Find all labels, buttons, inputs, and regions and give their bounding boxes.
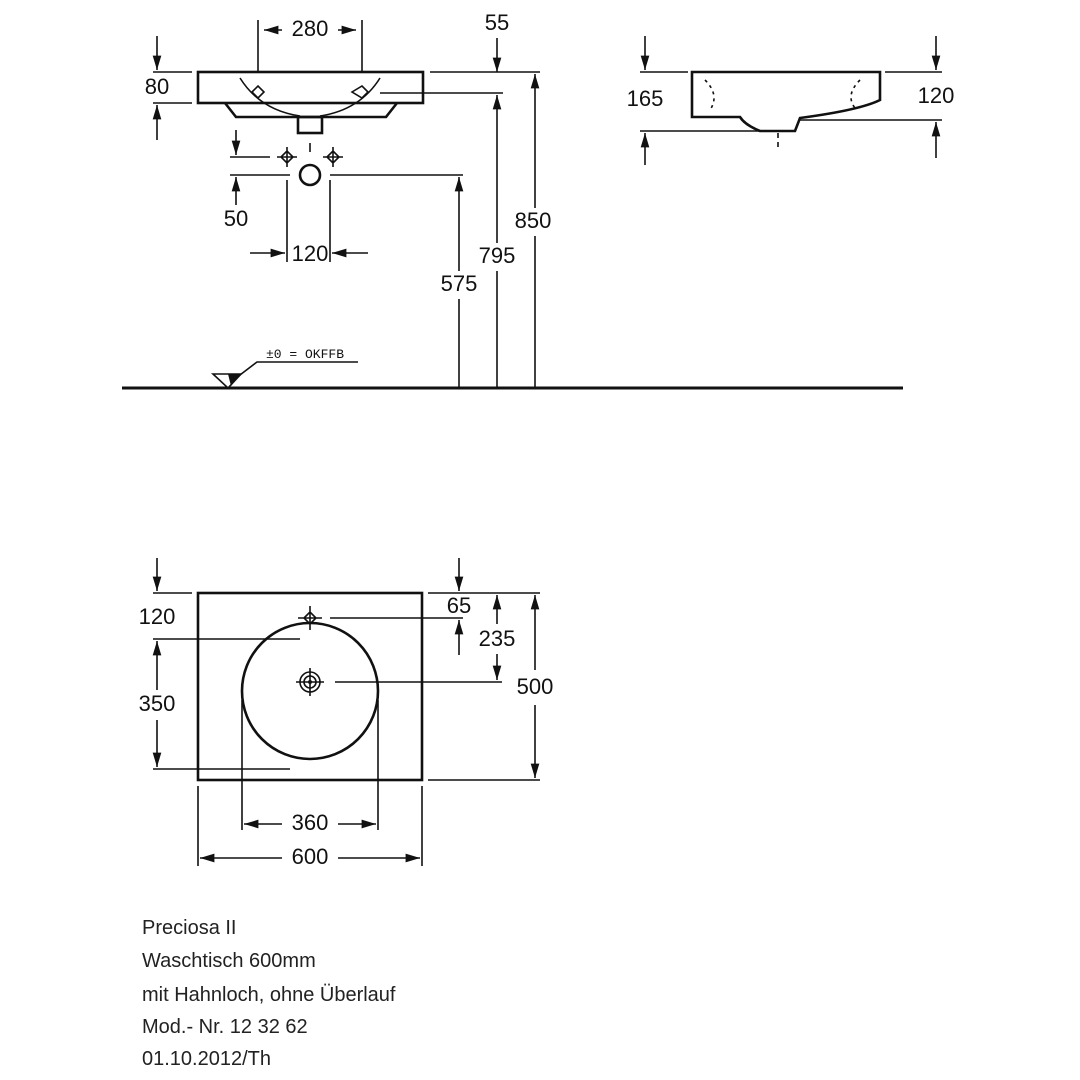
drain-icon	[296, 668, 324, 696]
dim-165: 165	[627, 86, 664, 111]
caption-description: Waschtisch 600mm	[142, 950, 316, 972]
dim-50: 50	[224, 206, 248, 231]
dim-65: 65	[447, 593, 471, 618]
basin-rim	[196, 70, 425, 105]
dim-350: 350	[139, 691, 176, 716]
front-view: 280 55 850 795 575 80 50 120 ±0 =	[122, 10, 903, 390]
caption-product-name: Preciosa II	[142, 917, 237, 939]
caption-model-number: Mod.- Nr. 12 32 62	[142, 1016, 308, 1038]
side-view: 165 120	[627, 36, 955, 165]
dim-120: 120	[292, 241, 329, 266]
dim-850: 850	[515, 208, 552, 233]
caption-date: 01.10.2012/Th	[142, 1048, 271, 1070]
floor-level-label: ±0 = OKFFB	[266, 347, 344, 362]
dim-795: 795	[479, 243, 516, 268]
caption-features: mit Hahnloch, ohne Überlauf	[142, 984, 396, 1006]
dim-235: 235	[479, 626, 516, 651]
water-connection-icon	[277, 143, 343, 187]
tap-hole-icon	[298, 606, 322, 630]
dim-120-plan: 120	[139, 604, 176, 629]
dim-120-side: 120	[918, 83, 955, 108]
tap-hole-icon	[250, 84, 370, 100]
basin-bowl	[223, 102, 399, 119]
drain-outlet	[296, 115, 324, 135]
dim-575: 575	[441, 271, 478, 296]
dim-80: 80	[145, 74, 169, 99]
basin-outline	[196, 591, 424, 782]
dim-500: 500	[517, 674, 554, 699]
dim-600: 600	[292, 844, 329, 869]
dim-55: 55	[485, 10, 509, 35]
dim-280: 280	[292, 16, 329, 41]
dim-360: 360	[292, 810, 329, 835]
plan-view: 120 350 65 235 500 360 600	[139, 558, 554, 869]
